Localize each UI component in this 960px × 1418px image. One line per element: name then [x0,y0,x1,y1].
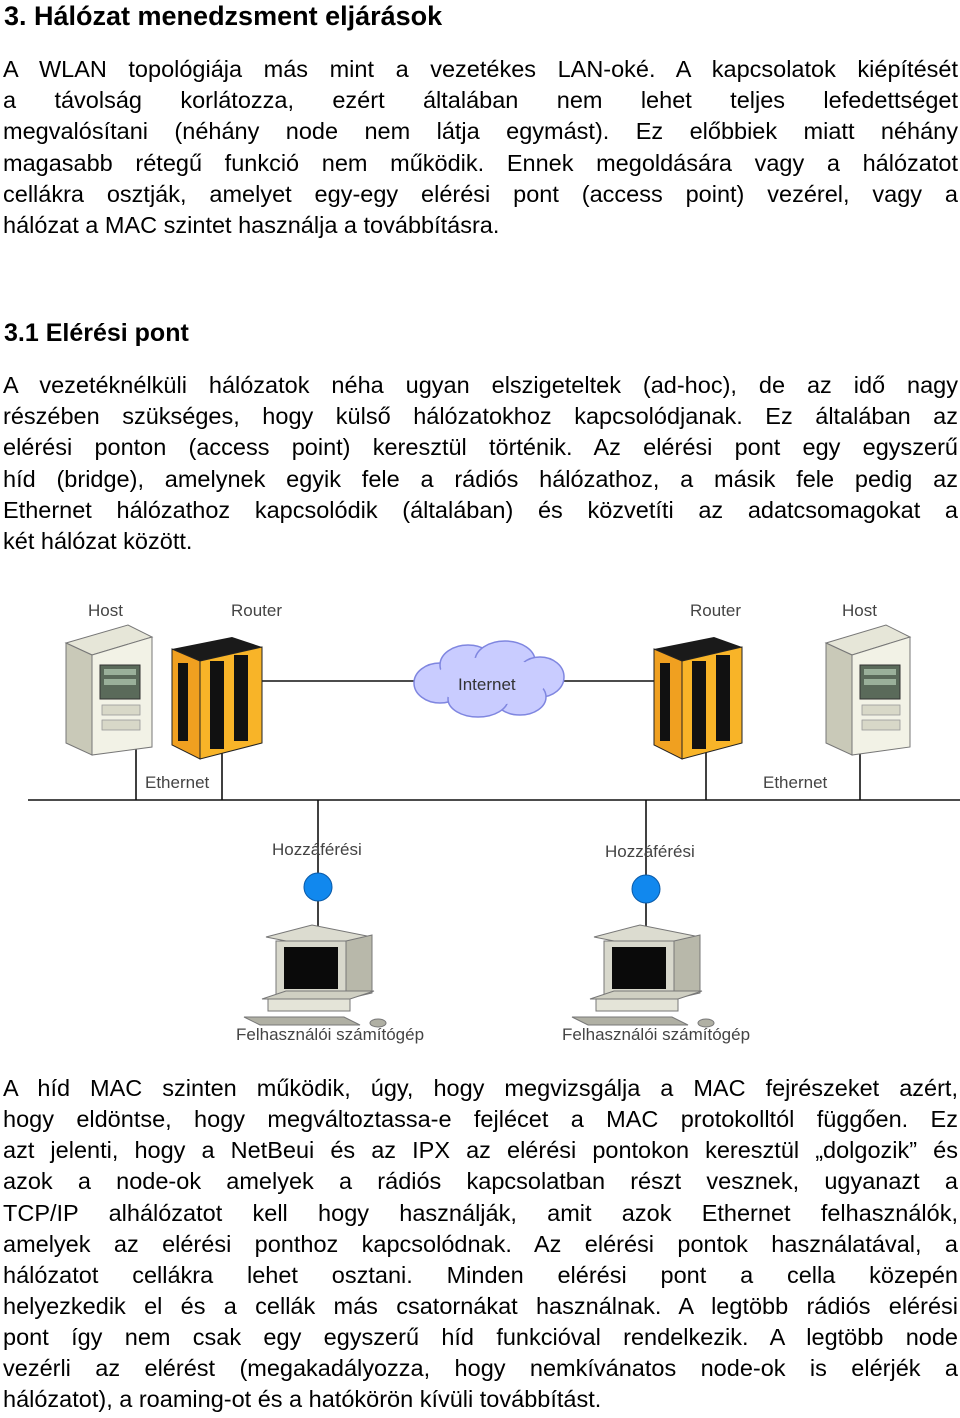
section-heading: 3.1 Elérési pont [4,319,189,347]
text-line: hálózatot cellákra lehet osztani. Minden… [3,1261,958,1288]
access-point-right-icon [631,874,661,904]
intro-paragraph: A WLAN topológiája más mint a vezetékes … [3,54,958,241]
closing-paragraph: A híd MAC szinten működik, úgy, hogy meg… [3,1073,958,1416]
text-line: megvalósítani (néhány node nem látja egy… [3,118,958,145]
user-computer-left-icon [243,924,387,1028]
label-router-left: Router [231,601,282,620]
text-line: TCP/IP alhálózatot kell hogy használják,… [3,1199,958,1226]
label-router-right: Router [690,601,741,620]
label-internet: Internet [458,675,516,694]
host-server-left-icon [64,624,154,756]
text-line: pont így nem csak egy egyszerű híd funkc… [3,1324,958,1351]
text-line: két hálózat között. [3,527,193,554]
user-computer-right-icon [571,924,715,1028]
text-line: híd (bridge), amelynek egyik fele a rádi… [3,465,958,492]
access-point-left-icon [303,872,333,902]
text-line: hogy eldöntse, hogy megváltoztassa-e fej… [3,1106,958,1133]
section-paragraph: A vezetéknélküli hálózatok néha ugyan el… [3,370,958,557]
router-rack-left-icon [171,637,263,760]
text-line: részében szükséges, hogy külső hálózatok… [3,403,958,430]
label-ethernet-left: Ethernet [145,773,210,792]
network-links [28,680,960,933]
text-line: cellákra osztják, amelyet egy-egy elérés… [3,180,958,207]
text-line: magasabb rétegű funkció nem működik. Enn… [3,149,958,176]
text-line: vezérli az elérést (megakadályozza, hogy… [3,1355,958,1382]
page-heading: 3. Hálózat menedzsment eljárások [4,1,443,31]
router-rack-right-icon [653,637,743,760]
text-line: a távolság korlátozza, ezért általában n… [3,87,958,114]
text-line: A WLAN topológiája más mint a vezetékes … [3,56,958,82]
label-access-point-right: Hozzáférési [605,842,695,861]
internet-cloud-icon [413,640,565,718]
text-line: A híd MAC szinten működik, úgy, hogy meg… [3,1075,958,1101]
label-user-computer-left: Felhasználói számítógép [236,1025,424,1044]
label-user-computer-right: Felhasználói számítógép [562,1025,750,1044]
network-diagram: Host Router Internet Router Host Etherne… [28,601,960,1044]
text-line: elérési ponton (access point) keresztül … [3,434,958,461]
label-host-left: Host [88,601,123,620]
label-ethernet-right: Ethernet [763,773,828,792]
host-server-right-icon [824,624,912,756]
text-line: azt jelenti, hogy a NetBeui és az IPX az… [3,1137,958,1164]
label-access-point-left: Hozzáférési [272,840,362,859]
text-line: Ethernet hálózathoz kapcsolódik (általáb… [3,496,958,523]
text-line: A vezetéknélküli hálózatok néha ugyan el… [3,372,958,398]
text-line: azok a node-ok amelyek a rádiós kapcsola… [3,1168,958,1195]
text-line: hálózatot), a roaming-ot és a hatókörön … [3,1386,602,1413]
text-line: amelyek az elérési ponthoz kapcsolódnak.… [3,1230,958,1257]
text-line: helyezkedik el és a cellák más csatornák… [3,1292,958,1319]
label-host-right: Host [842,601,877,620]
text-line: hálózat a MAC szintet használja a tovább… [3,211,500,238]
